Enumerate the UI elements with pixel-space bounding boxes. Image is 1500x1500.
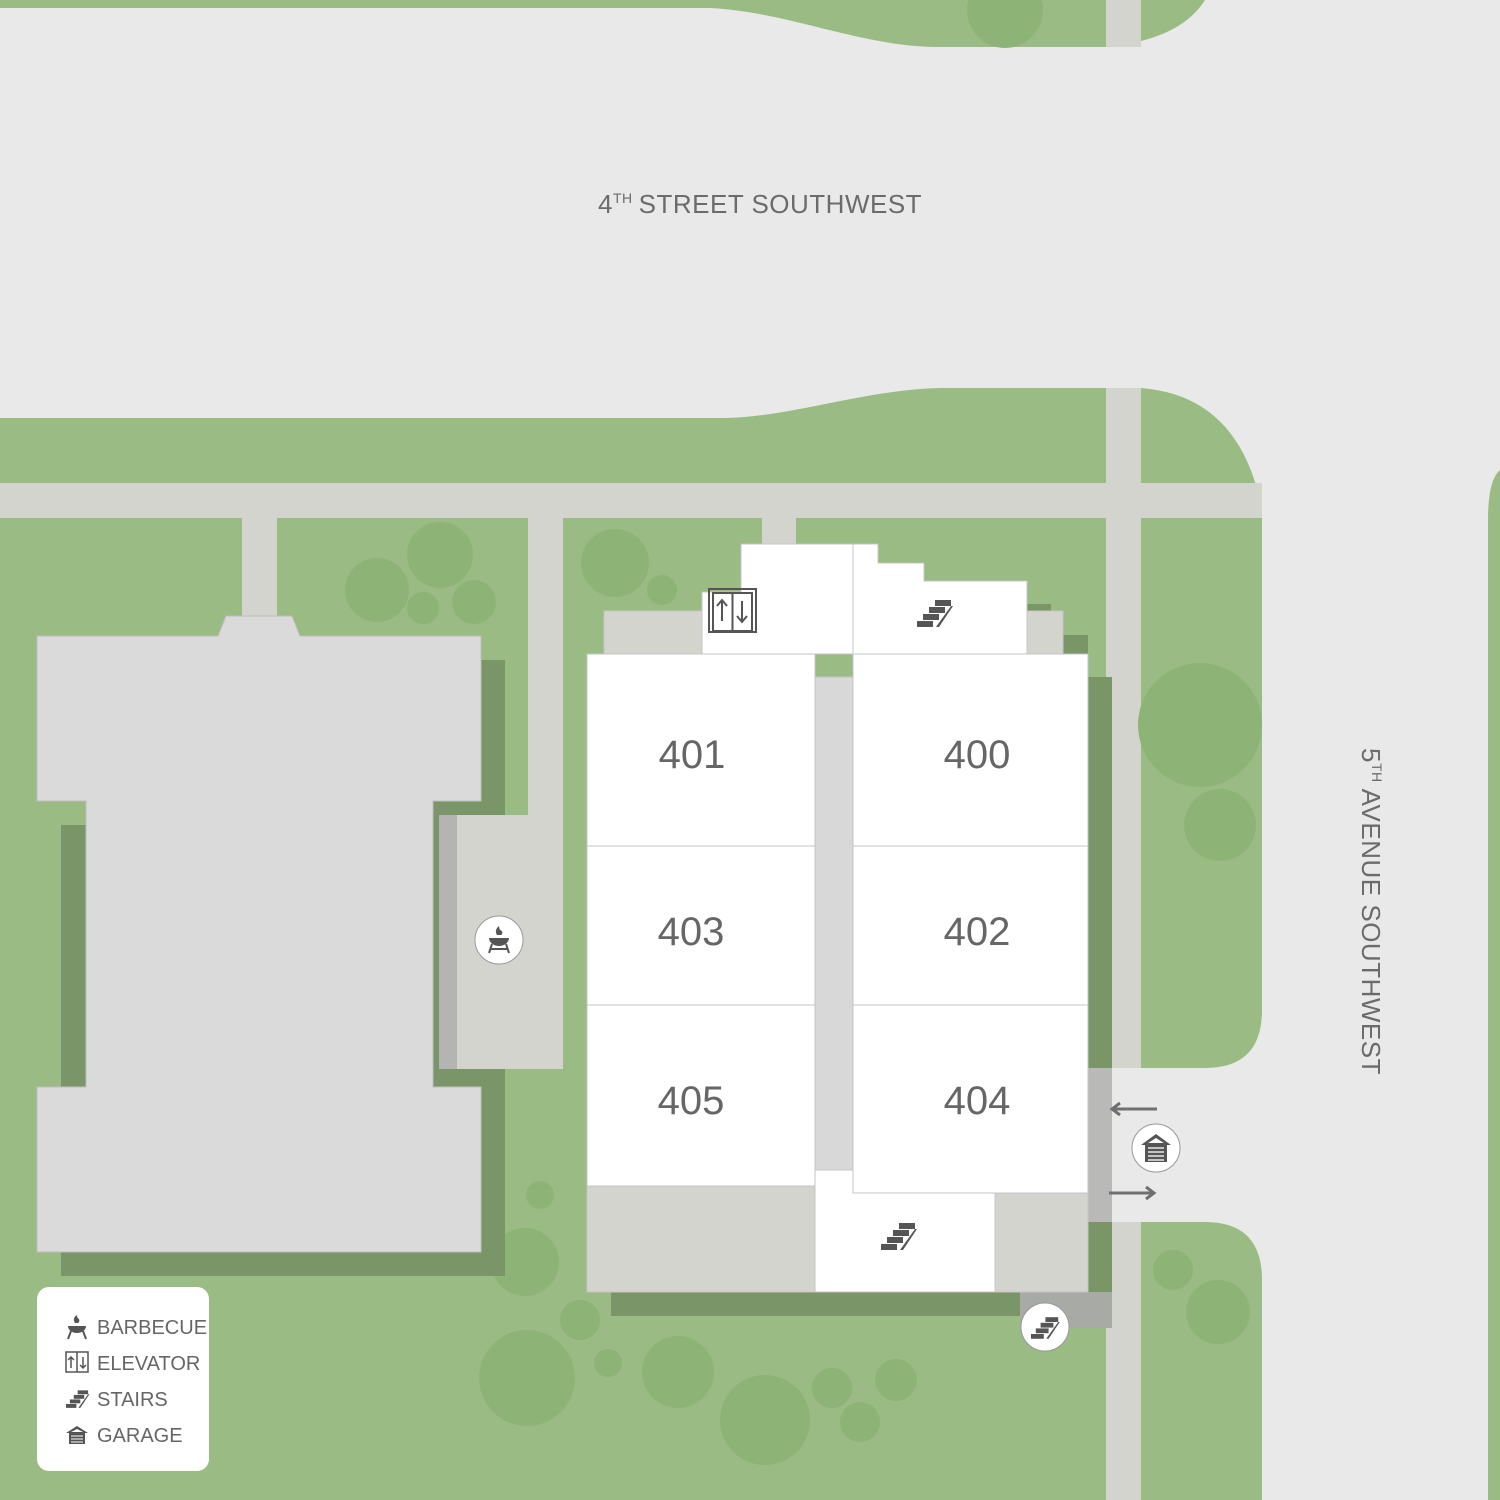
- unit-label-404: 404: [944, 1079, 1011, 1123]
- unit-401[interactable]: [586, 653, 816, 847]
- unit-402[interactable]: [852, 845, 1089, 1006]
- unit-403[interactable]: [586, 845, 816, 1006]
- trees: [345, 0, 1262, 1465]
- legend-item-barbecue: BARBECUE: [67, 1315, 207, 1340]
- garage-icon: [66, 1426, 88, 1444]
- unit-label-402: 402: [944, 910, 1011, 954]
- unit-label-403: 403: [658, 910, 725, 954]
- legend-item-stairs: STAIRS: [66, 1389, 168, 1411]
- sidewalks: [0, 0, 1262, 1500]
- legend-label: GARAGE: [97, 1425, 183, 1447]
- garage-marker[interactable]: [1131, 1123, 1181, 1173]
- legend-label: STAIRS: [97, 1389, 168, 1411]
- legend-label: ELEVATOR: [97, 1353, 200, 1375]
- neighbor-building: [36, 615, 505, 1276]
- stairs-marker[interactable]: [1020, 1302, 1070, 1352]
- unit-400[interactable]: [852, 653, 1089, 847]
- unit-label-401: 401: [659, 733, 726, 777]
- unit-label-400: 400: [944, 733, 1011, 777]
- garage-entry-arrows: [1109, 1101, 1157, 1201]
- barbecue-icon: [488, 926, 510, 954]
- barbecue-marker[interactable]: [474, 915, 524, 965]
- legend-label: BARBECUE: [97, 1317, 207, 1339]
- unit-404[interactable]: [852, 1004, 1089, 1194]
- legend: BARBECUE ELEVATOR STAIRS GARAGE: [37, 1287, 209, 1471]
- legend-item-garage: GARAGE: [66, 1425, 183, 1447]
- garage-ramp: [1088, 1068, 1112, 1222]
- units: [586, 653, 1089, 1194]
- garage-icon: [1141, 1134, 1171, 1162]
- elevator-icon[interactable]: [708, 588, 757, 633]
- legend-item-elevator: ELEVATOR: [65, 1351, 200, 1375]
- unit-405[interactable]: [586, 1004, 816, 1187]
- barbecue-icon: [67, 1315, 87, 1340]
- street-label-east: 5THAVENUE SOUTHWEST: [1356, 748, 1386, 1075]
- elevator-icon: [65, 1351, 89, 1373]
- unit-label-405: 405: [658, 1079, 725, 1123]
